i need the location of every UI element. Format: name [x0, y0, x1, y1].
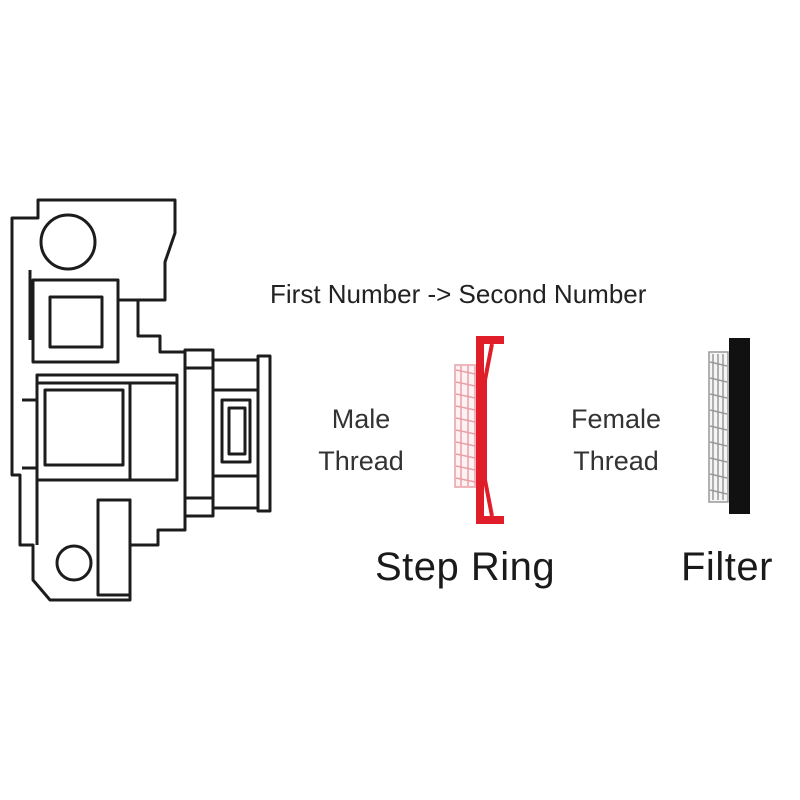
- female-thread-line2: Thread: [573, 446, 659, 476]
- filter-label: Filter: [681, 545, 773, 589]
- diagram-header: First Number -> Second Number: [270, 279, 647, 309]
- male-thread-line2: Thread: [318, 446, 404, 476]
- male-thread-label: Male Thread: [306, 398, 416, 482]
- step-ring-label: Step Ring: [375, 545, 556, 589]
- male-thread-line1: Male: [331, 404, 391, 434]
- female-thread-line1: Female: [570, 404, 662, 434]
- female-thread-label: Female Thread: [556, 398, 676, 482]
